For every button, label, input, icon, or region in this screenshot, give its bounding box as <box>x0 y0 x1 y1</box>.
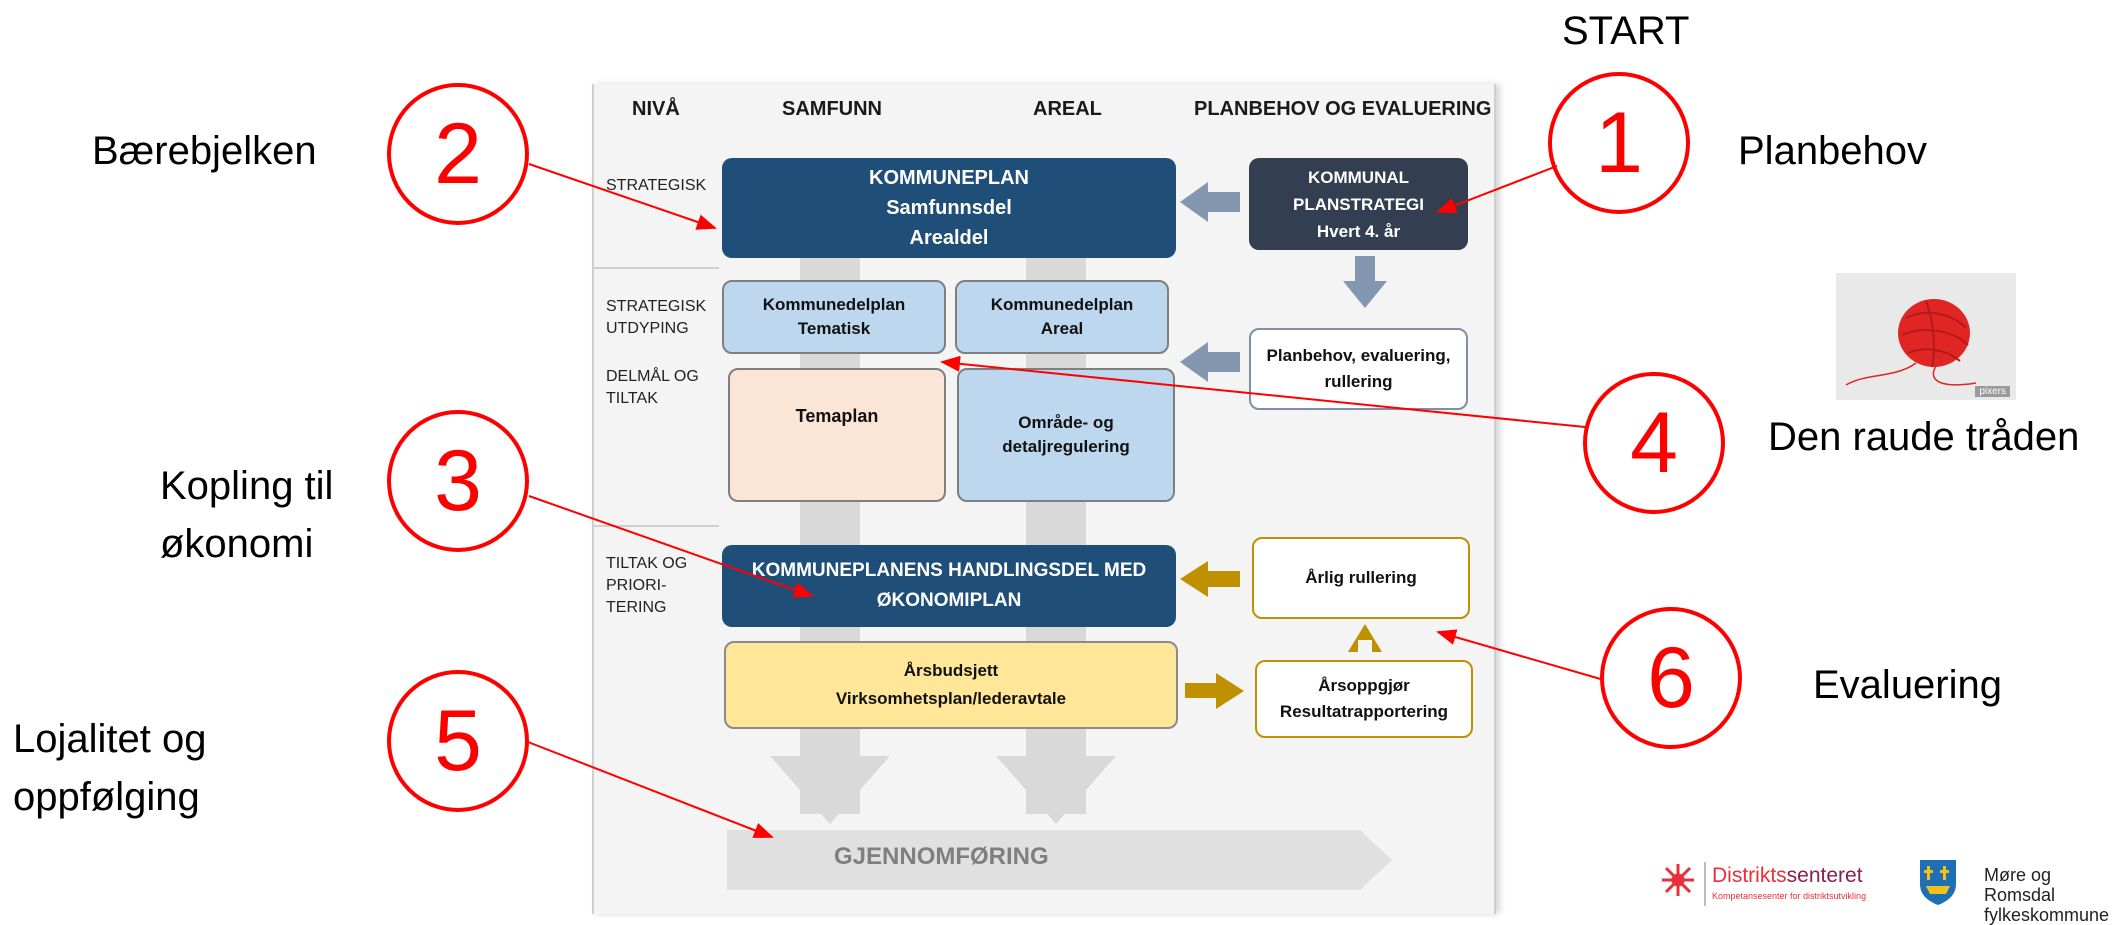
level-line: UTDYPING <box>606 320 689 337</box>
gjennomforing-label: GJENNOMFØRING <box>834 843 1049 870</box>
box-line: Samfunnsdel <box>886 197 1012 219</box>
arsoppgjor-box: Årsoppgjør Resultatrapportering <box>1255 660 1473 738</box>
box-line: Resultatrapportering <box>1279 702 1449 721</box>
box-line: PLANSTRATEGI <box>1293 194 1424 214</box>
level-divider <box>594 525 719 527</box>
right-arrow-arsbudsjett <box>1185 673 1244 709</box>
callout-label-line: oppfølging <box>13 775 200 819</box>
callout-label-2: Bærebjelken <box>92 129 317 173</box>
callout-label-line: Kopling til <box>160 464 334 508</box>
box-line: rullering <box>1324 372 1393 391</box>
callout-circle-4: 4 <box>1583 372 1725 514</box>
callout-label-3: Kopling til økonomi <box>160 457 333 573</box>
photo-watermark: pixers <box>1975 386 2010 397</box>
box-line: Hvert 4. år <box>1316 221 1401 241</box>
header-level: NIVÅ <box>632 98 680 120</box>
callout-label-line: økonomi <box>160 522 314 566</box>
box-line: Virksomhetsplan/lederavtale <box>835 689 1067 708</box>
level-line: TILTAK OG <box>606 555 688 572</box>
box-line: detaljregulering <box>1002 437 1130 456</box>
kommunedelplan-areal-box: Kommunedelplan Areal <box>955 280 1169 354</box>
pointer-arrow-5 <box>527 741 774 838</box>
level-strategic: STRATEGISK <box>606 177 707 194</box>
box-line: Areal <box>1040 319 1084 338</box>
yarn-ball-photo: pixers <box>1836 273 2016 400</box>
pointer-arrow-6 <box>1436 629 1605 681</box>
county-shield-icon <box>1918 858 1958 906</box>
pointer-arrow-1 <box>1436 165 1558 213</box>
box-line: Årlig rullering <box>1305 568 1417 587</box>
box-line: KOMMUNEPLAN <box>869 167 1029 189</box>
level-line: TILTAK <box>606 390 658 407</box>
level-divider <box>594 267 719 269</box>
callout-circle-5: 5 <box>387 670 529 812</box>
gjennomforing-arrow-shape <box>727 830 1392 890</box>
kommunedelplan-tematisk-box: Kommunedelplan Tematisk <box>722 280 946 354</box>
callout-circle-3: 3 <box>387 410 529 552</box>
pointer-arrow-2 <box>528 163 717 230</box>
omrade-detaljregulering-box: Område- og detaljregulering <box>957 368 1175 502</box>
county-wordmark: Møre og Romsdal fylkeskommune <box>1984 865 2121 925</box>
level-goals: DELMÅL OG TILTAK <box>606 366 699 410</box>
callout-circle-2: 2 <box>387 83 529 225</box>
wordmark-part: senteret <box>1786 864 1863 887</box>
left-arrow-arlig <box>1180 561 1240 597</box>
box-line: Område- og <box>1018 413 1114 432</box>
box-line: Årsbudsjett <box>903 661 999 680</box>
logo-divider <box>1704 862 1706 906</box>
callout-circle-6: 6 <box>1600 607 1742 749</box>
distriktssenteret-logo-icon <box>1660 862 1696 898</box>
distriktssenteret-tagline: Kompetansesenter for distriktsutvikling <box>1712 891 1867 901</box>
box-line: Temaplan <box>795 406 879 426</box>
level-strategic-detail: STRATEGISK UTDYPING <box>606 296 706 340</box>
header-society: SAMFUNN <box>782 98 882 120</box>
box-line: ØKONOMIPLAN <box>876 590 1022 611</box>
box-line: Arealdel <box>909 227 989 249</box>
header-planning: PLANBEHOV OG EVALUERING <box>1194 98 1492 120</box>
down-arrow-planstrategi <box>1343 256 1387 308</box>
distriktssenteret-wordmark: Distriktssenteret <box>1712 864 1863 888</box>
box-line: KOMMUNEPLANENS HANDLINGSDEL MED <box>751 560 1147 581</box>
box-line: Tematisk <box>797 319 871 338</box>
temaplan-box: Temaplan <box>728 368 946 502</box>
callout-circle-1: 1 <box>1548 72 1690 214</box>
arsbudsjett-box: Årsbudsjett Virksomhetsplan/lederavtale <box>724 641 1178 729</box>
callout-label-1: Planbehov <box>1738 129 1928 173</box>
level-line: TERING <box>606 599 667 616</box>
yarn-ball-illustration <box>1845 299 1977 386</box>
society-down-arrow <box>770 756 890 824</box>
kommuneplan-box: KOMMUNEPLAN Samfunnsdel Arealdel <box>722 158 1176 258</box>
box-line: Kommunedelplan <box>990 295 1134 314</box>
box-line: KOMMUNAL <box>1307 167 1410 187</box>
level-line: STRATEGISK <box>606 298 707 315</box>
pointer-arrow-3 <box>528 495 814 598</box>
level-line: DELMÅL OG <box>606 368 699 385</box>
planbehov-box: Planbehov, evaluering, rullering <box>1249 328 1468 410</box>
arlig-rullering-box: Årlig rullering <box>1252 537 1470 619</box>
callout-label-6: Evaluering <box>1813 663 2003 707</box>
header-area: AREAL <box>1033 98 1102 120</box>
callout-label-4: Den raude tråden <box>1768 415 2080 459</box>
level-line: PRIORI- <box>606 577 667 594</box>
level-actions: TILTAK OG PRIORI- TERING <box>606 553 687 619</box>
box-line: Kommunedelplan <box>762 295 906 314</box>
area-down-arrow <box>996 756 1116 824</box>
up-arrow-arsoppgjor <box>1348 624 1382 652</box>
callout-label-5: Lojalitet og oppfølging <box>13 710 206 826</box>
wordmark-part: Distrikts <box>1712 864 1787 887</box>
left-arrow-planbehov <box>1180 342 1240 382</box>
pointer-arrow-4 <box>940 355 1586 428</box>
callout-label-line: Lojalitet og <box>13 717 207 761</box>
left-arrow-planstrategi <box>1180 182 1240 222</box>
county-line: Møre og Romsdal <box>1984 865 2056 905</box>
start-label: START <box>1562 9 1690 53</box>
box-line: Årsoppgjør <box>1318 676 1410 695</box>
county-line: fylkeskommune <box>1984 905 2110 925</box>
planstrategi-box: KOMMUNAL PLANSTRATEGI Hvert 4. år <box>1249 158 1468 250</box>
box-line: Planbehov, evaluering, <box>1266 346 1451 365</box>
